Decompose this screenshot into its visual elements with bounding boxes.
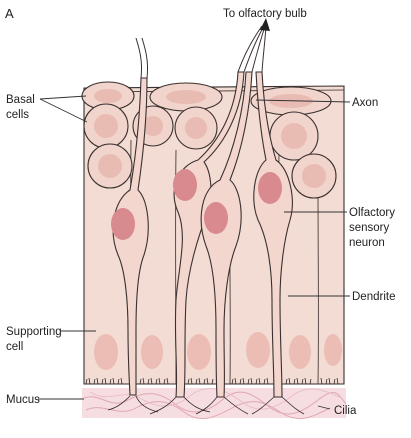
label-supporting-cell-line-1: Supporting bbox=[6, 326, 62, 338]
label-olfactory-sensory-neuron-line-1: Olfactory bbox=[349, 207, 395, 219]
label-dendrite: Dendrite bbox=[352, 291, 395, 303]
neuron-3-nucleus bbox=[204, 202, 228, 234]
label-supporting-cell-line-2: cell bbox=[6, 341, 23, 353]
neuron-1-nucleus bbox=[111, 208, 135, 240]
label-olfactory-sensory-neuron-line-3: neuron bbox=[349, 237, 385, 249]
neuron-2-nucleus bbox=[173, 169, 197, 201]
axon-bundle bbox=[135, 25, 267, 79]
label-to-olfactory-bulb: To olfactory bulb bbox=[223, 8, 307, 20]
label-mucus: Mucus bbox=[6, 394, 40, 406]
supporting-cell-nuclei bbox=[94, 332, 342, 370]
basal-cells bbox=[81, 81, 337, 199]
neuron-4-nucleus bbox=[258, 172, 282, 204]
panel-letter: A bbox=[5, 6, 14, 21]
label-basal-cells-line-1: Basal bbox=[6, 94, 35, 106]
leader-lines bbox=[38, 95, 351, 410]
cilia bbox=[85, 377, 339, 415]
label-basal-cells-line-2: cells bbox=[6, 109, 29, 121]
label-olfactory-sensory-neuron-line-2: sensory bbox=[349, 222, 390, 234]
label-cilia: Cilia bbox=[334, 405, 357, 417]
label-axon: Axon bbox=[352, 97, 378, 109]
bulb-arrowhead bbox=[260, 18, 270, 31]
